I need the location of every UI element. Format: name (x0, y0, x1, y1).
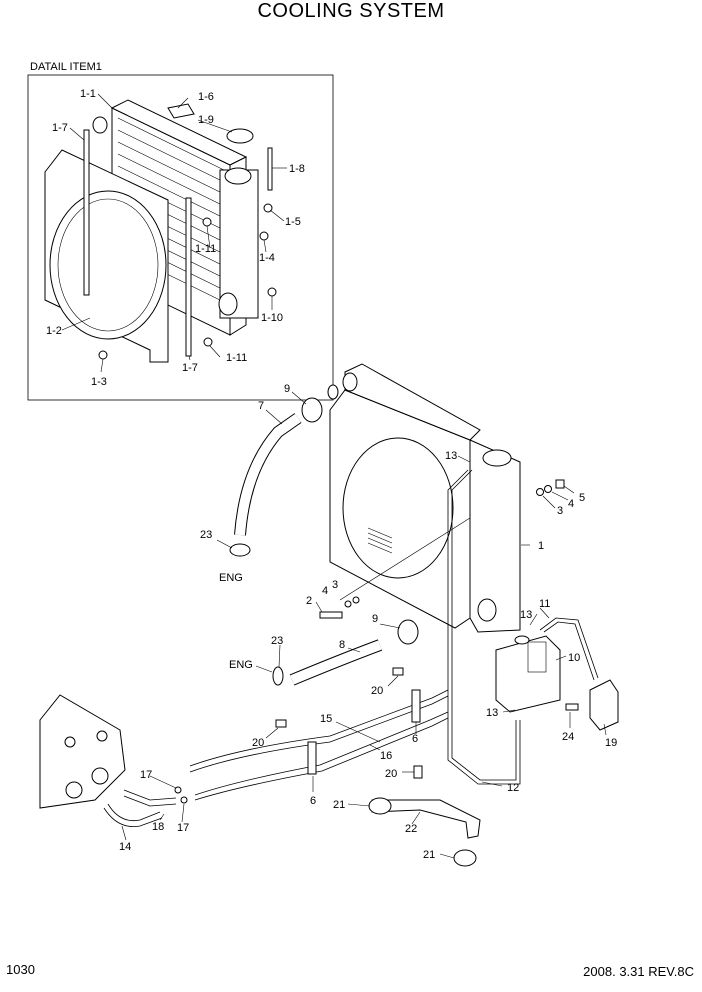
detail-frame (27, 74, 334, 401)
revision-date: 2008. 3.31 REV.8C (583, 964, 694, 979)
label-1: 1 (538, 540, 544, 552)
washer-3 (536, 488, 544, 496)
label-3a: 3 (557, 505, 563, 517)
label-1-7b: 1-7 (182, 362, 198, 374)
bolt-1-4 (259, 231, 269, 241)
label-18: 18 (152, 821, 164, 833)
label-12: 12 (507, 782, 519, 794)
label-15: 15 (320, 713, 332, 725)
label-16: 16 (380, 750, 392, 762)
rubber-strip-1-7b (185, 197, 192, 357)
washer-4 (544, 485, 552, 493)
main-radiator (327, 363, 521, 633)
label-13c: 13 (486, 707, 498, 719)
label-22: 22 (405, 823, 417, 835)
clamp-23b (272, 666, 284, 686)
detail-shroud (44, 149, 169, 363)
label-1-10: 1-10 (261, 312, 283, 324)
label-17a: 17 (140, 769, 152, 781)
bracket-19 (589, 679, 619, 731)
engine-block (39, 694, 126, 809)
hose-12 (447, 469, 521, 785)
label-19: 19 (605, 737, 617, 749)
label-1-8: 1-8 (289, 163, 305, 175)
label-4a: 4 (568, 498, 574, 510)
detail-box: DATAIL ITEM1 (27, 61, 334, 401)
clamp-6a (411, 689, 421, 723)
bolt-1-11b (203, 337, 213, 347)
label-23a: 23 (200, 529, 212, 541)
label-23b: 23 (271, 635, 283, 647)
label-6a: 6 (412, 733, 418, 745)
mount-21a (368, 797, 392, 815)
page-title: COOLING SYSTEM (257, 0, 445, 22)
label-24: 24 (562, 731, 574, 743)
clamp-6b (307, 741, 317, 775)
label-1-2: 1-2 (46, 325, 62, 337)
label-eng-a: ENG (219, 572, 243, 584)
label-6b: 6 (310, 795, 316, 807)
label-1-9: 1-9 (198, 114, 214, 126)
label-1-3: 1-3 (91, 376, 107, 388)
clamp-23a (229, 543, 251, 557)
page-number: 1030 (6, 962, 35, 977)
bolt-20b (275, 719, 287, 728)
rod-1-8 (267, 147, 273, 191)
label-eng-b: ENG (229, 659, 253, 671)
bolt-20a (392, 667, 404, 676)
hose-14 (103, 807, 163, 827)
bolt-20c (413, 765, 423, 779)
label-1-11a: 1-11 (195, 243, 216, 255)
label-5: 5 (579, 492, 585, 504)
label-1-7a: 1-7 (52, 122, 68, 134)
bolt-24 (565, 703, 579, 711)
label-1-6: 1-6 (198, 91, 214, 103)
label-1-4: 1-4 (259, 252, 275, 264)
nut-5 (555, 479, 565, 489)
pipe-16 (189, 689, 449, 767)
label-14: 14 (119, 841, 131, 853)
reservoir-tank (495, 635, 561, 713)
clamp-9a (301, 397, 323, 423)
label-21b: 21 (423, 849, 435, 861)
label-20a: 20 (371, 685, 383, 697)
clamp-17a (174, 786, 182, 794)
label-8: 8 (339, 639, 345, 651)
bolt-1-11a (202, 217, 212, 227)
label-20b: 20 (252, 737, 264, 749)
cap-1-9 (226, 128, 254, 144)
label-17b: 17 (177, 822, 189, 834)
bolt-1-3 (98, 350, 108, 360)
detail-title: DATAIL ITEM1 (30, 61, 102, 73)
mount-21b (453, 849, 477, 867)
bolt-1-10 (267, 287, 277, 297)
label-1-11b: 1-11 (226, 352, 247, 364)
bolt-2 (319, 611, 343, 619)
label-1-1: 1-1 (80, 88, 96, 100)
label-20c: 20 (385, 768, 397, 780)
rubber-strip-1-7a (83, 129, 90, 296)
clamp-9b (397, 619, 419, 645)
label-9a: 9 (284, 383, 290, 395)
label-10: 10 (568, 652, 580, 664)
label-3b: 3 (332, 579, 338, 591)
pipe-15 (194, 711, 449, 796)
label-9b: 9 (372, 613, 378, 625)
label-4b: 4 (322, 585, 328, 597)
label-11: 11 (539, 598, 550, 610)
clamp-17b (180, 796, 188, 804)
label-21a: 21 (333, 799, 345, 811)
label-13b: 13 (520, 609, 532, 621)
label-1-5: 1-5 (285, 216, 301, 228)
label-13a: 13 (445, 450, 457, 462)
hose-11 (539, 617, 599, 679)
label-plate-1-6 (167, 103, 195, 119)
hose-18 (123, 789, 177, 801)
label-2: 2 (306, 595, 312, 607)
label-7: 7 (258, 400, 264, 412)
